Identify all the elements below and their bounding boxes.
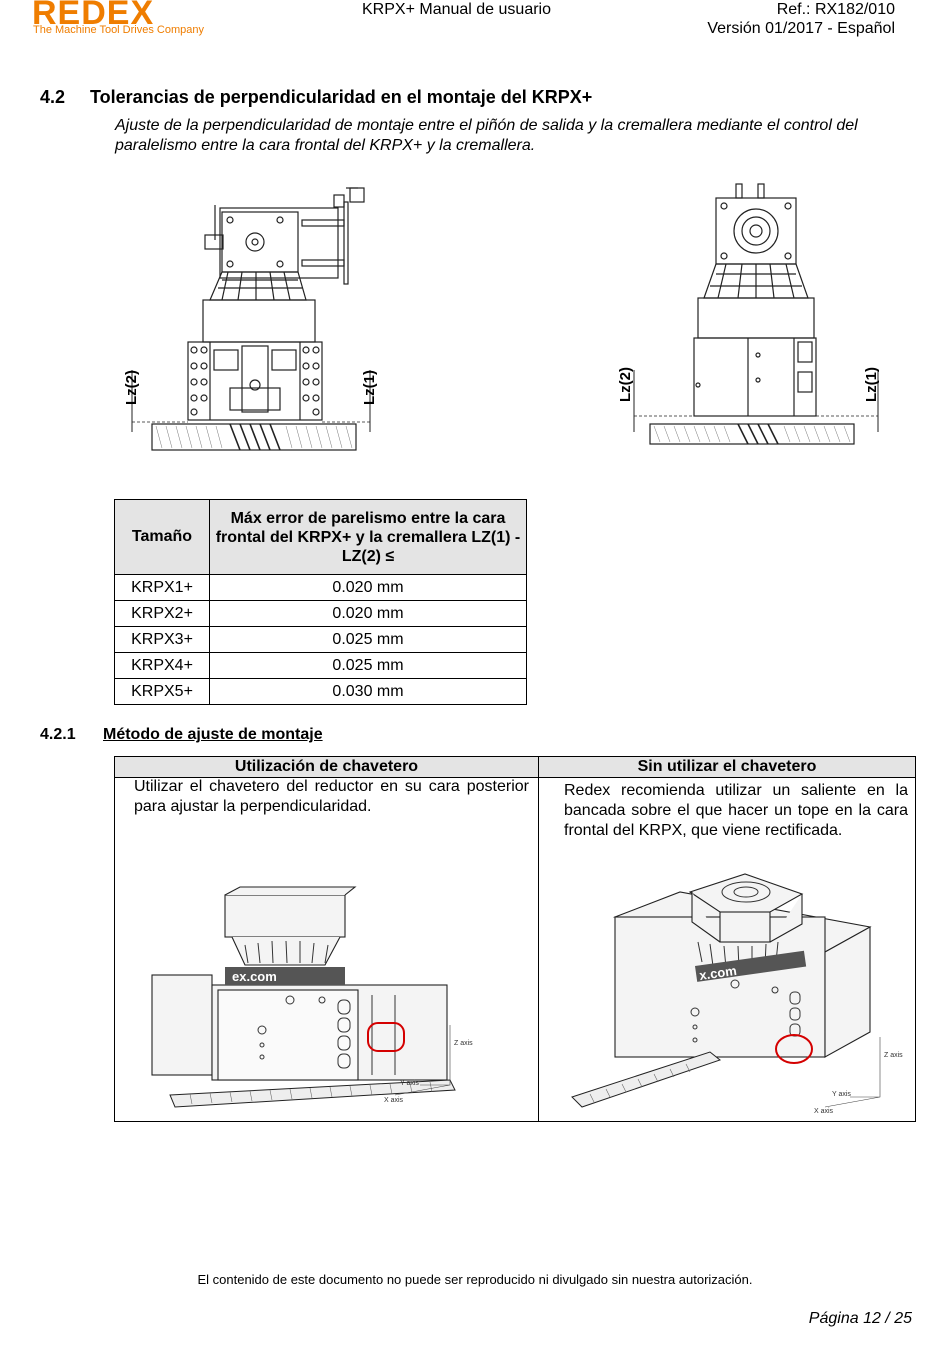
brand-text: x.com <box>698 963 737 983</box>
x-axis-label: X axis <box>384 1097 404 1104</box>
lz2-label: Lz(2) <box>617 367 634 402</box>
value-cell: 0.020 mm <box>209 600 527 627</box>
value-cell: 0.020 mm <box>209 574 527 601</box>
value-cell: 0.025 mm <box>209 652 527 679</box>
column-header-error: Máx error de parelismo entre la cara fro… <box>209 499 527 575</box>
size-cell: KRPX4+ <box>114 652 210 679</box>
tolerance-table: Tamaño Máx error de parelismo entre la c… <box>114 499 527 705</box>
table-header-row: Tamaño Máx error de parelismo entre la c… <box>114 499 527 575</box>
table-row: KRPX1+ 0.020 mm <box>114 574 527 601</box>
lz1-label: Lz(1) <box>361 370 378 405</box>
table-row: KRPX3+ 0.025 mm <box>114 626 527 653</box>
document-title: KRPX+ Manual de usuario <box>362 1 551 18</box>
size-cell: KRPX3+ <box>114 626 210 653</box>
keyway-method-text: Utilizar el chavetero del reductor en su… <box>134 778 529 815</box>
column-header-size: Tamaño <box>114 499 210 575</box>
column-header-keyway: Utilización de chavetero <box>234 758 419 775</box>
column-divider <box>538 757 539 1121</box>
table-row: KRPX2+ 0.020 mm <box>114 600 527 627</box>
keyway-highlight <box>367 1022 405 1052</box>
value-cell: 0.030 mm <box>209 678 527 705</box>
y-axis-label: Y axis <box>400 1080 419 1087</box>
subsection-number: 4.2.1 <box>40 726 76 743</box>
size-cell: KRPX1+ <box>114 574 210 601</box>
size-cell: KRPX5+ <box>114 678 210 705</box>
gearbox-front-drawing: Lz(2) Lz(1) <box>123 187 378 451</box>
method-table: Utilización de chavetero Sin utilizar el… <box>114 756 916 1122</box>
no-keyway-method-text: Redex recomienda utilizar un saliente en… <box>564 782 908 839</box>
no-keyway-mounting-illustration: x.com Z axis Y axis X axis <box>571 873 903 1115</box>
section-number: 4.2 <box>40 87 66 107</box>
size-cell: KRPX2+ <box>114 600 210 627</box>
confidentiality-notice: El contenido de este documento no puede … <box>197 1272 753 1287</box>
lz1-label: Lz(1) <box>863 367 880 402</box>
section-intro: Ajuste de la perpendicularidad de montaj… <box>115 117 858 154</box>
method-table-header <box>115 757 915 778</box>
value-cell: 0.025 mm <box>209 626 527 653</box>
y-axis-label: Y axis <box>832 1091 851 1098</box>
section-title: Tolerancias de perpendicularidad en el m… <box>90 87 593 107</box>
page-number: Página 12 / 25 <box>808 1310 912 1327</box>
brand-text: ex.com <box>232 969 277 984</box>
table-row: KRPX4+ 0.025 mm <box>114 652 527 679</box>
document-reference: Ref.: RX182/010 <box>776 1 895 18</box>
company-logo-word: REDEX <box>32 0 155 32</box>
gearbox-side-drawing: Lz(2) Lz(1) <box>617 183 880 445</box>
subsection-title: Método de ajuste de montaje <box>103 726 323 743</box>
x-axis-label: X axis <box>814 1108 834 1115</box>
table-row: KRPX5+ 0.030 mm <box>114 678 527 705</box>
document-version: Versión 01/2017 - Español <box>707 20 895 37</box>
company-logo-tagline: The Machine Tool Drives Company <box>33 24 204 36</box>
keyway-mounting-illustration: ex.com Z axis Y axis X axis <box>151 886 473 1108</box>
lz2-label: Lz(2) <box>123 370 140 405</box>
z-axis-label: Z axis <box>884 1052 903 1059</box>
z-axis-label: Z axis <box>454 1040 473 1047</box>
column-header-no-keyway: Sin utilizar el chavetero <box>637 758 817 775</box>
shoulder-highlight <box>775 1034 813 1064</box>
